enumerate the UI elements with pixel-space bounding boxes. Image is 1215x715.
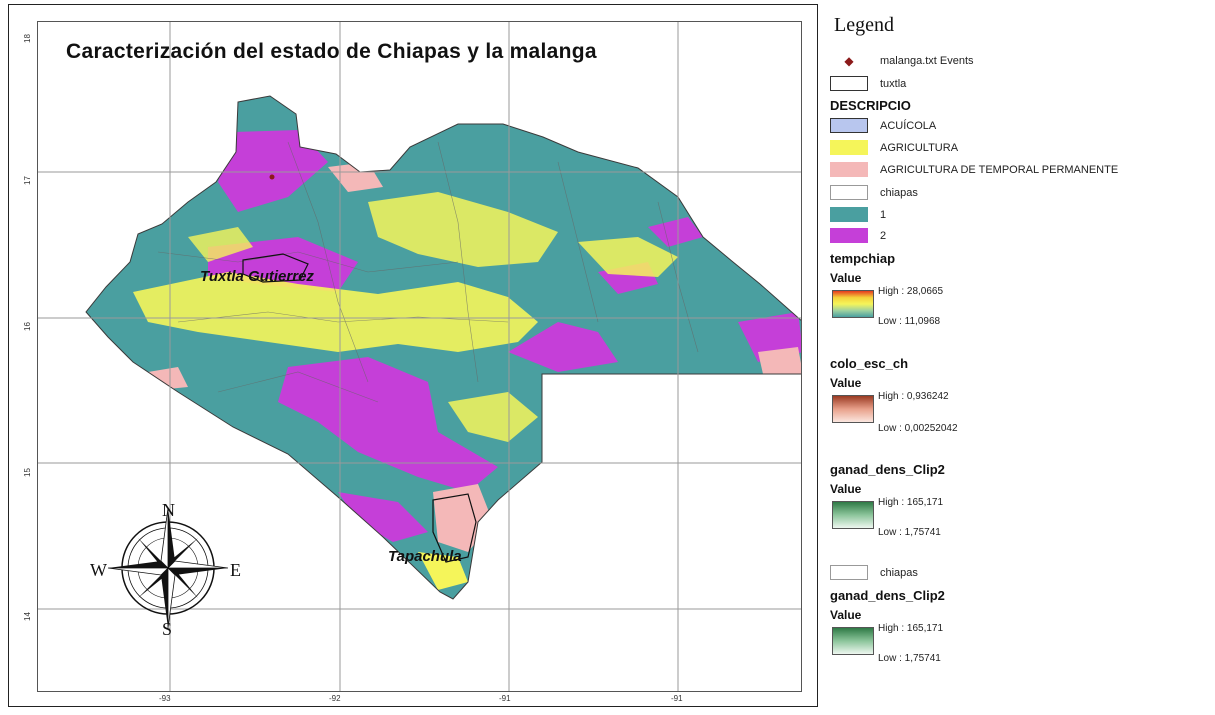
legend-panel: Legend ◆ malanga.txt Events tuxtla DESCR… [830, 14, 1210, 704]
legend-item-chiapas-2: chiapas [830, 565, 918, 580]
compass-north: N [162, 500, 175, 520]
map-title: Caracterización del estado de Chiapas y … [66, 40, 597, 63]
ganad-dens-heading: ganad_dens_Clip2 [830, 462, 945, 477]
graticule [38, 22, 801, 691]
temporal-swatch [830, 162, 868, 177]
y-tick-label: 14 [23, 612, 32, 621]
y-tick-label: 18 [23, 34, 32, 43]
colo-esc-ch-value-label: Value [830, 376, 862, 390]
land-cover-layer [86, 96, 801, 599]
map-canvas[interactable]: Caracterización del estado de Chiapas y … [37, 21, 802, 692]
tuxtla-swatch [830, 76, 868, 91]
municipal-boundaries [157, 141, 699, 403]
acuicola-swatch [830, 118, 868, 133]
tapachula-boundary [432, 493, 477, 563]
y-tick-label: 15 [23, 468, 32, 477]
chiapas-2-swatch [830, 565, 868, 580]
x-tick-label: -92 [329, 694, 341, 703]
ganad-dens-2-high: High : 165,171 [878, 623, 944, 634]
legend-item-tuxtla: tuxtla [830, 76, 906, 91]
ganad-dens-ramp [832, 501, 874, 529]
ganad-dens-2-value-label: Value [830, 608, 862, 622]
colo-esc-ch-low: Low : 0,00252042 [878, 423, 958, 434]
y-tick-label: 16 [23, 322, 32, 331]
colo-esc-ch-heading: colo_esc_ch [830, 356, 909, 371]
legend-item-agricultura: AGRICULTURA [830, 140, 958, 155]
agricultura-swatch [830, 140, 868, 155]
x-tick-label: -91 [499, 694, 511, 703]
chiapas-swatch [830, 185, 868, 200]
ganad-dens-value-label: Value [830, 482, 862, 496]
tempchiap-high: High : 28,0665 [878, 286, 944, 297]
city-label-tapachula: Tapachula [388, 548, 462, 565]
legend-title: Legend [834, 14, 894, 36]
colo-esc-ch-ramp [832, 395, 874, 423]
class-2-swatch [830, 228, 868, 243]
ganad-dens-low: Low : 1,75741 [878, 527, 941, 538]
colo-esc-ch-high: High : 0,936242 [878, 391, 949, 402]
tempchiap-ramp [832, 290, 874, 318]
x-tick-label: -93 [159, 694, 171, 703]
compass-east: E [230, 560, 241, 580]
ganad-dens-high: High : 165,171 [878, 497, 944, 508]
state-boundary [85, 95, 801, 600]
tempchiap-value-label: Value [830, 271, 862, 285]
malanga-event-point [269, 174, 275, 180]
map-frame: -93 -92 -91 -91 18 17 16 15 14 [8, 4, 818, 707]
city-label-tuxtla: Tuxtla Gutierrez [200, 268, 314, 285]
tempchiap-heading: tempchiap [830, 251, 896, 266]
x-tick-label: -91 [671, 694, 683, 703]
ganad-dens-2-ramp [832, 627, 874, 655]
legend-item-class-1: 1 [830, 207, 886, 222]
ganad-dens-2-low: Low : 1,75741 [878, 653, 941, 664]
compass-rose [107, 507, 229, 629]
tuxtla-boundary [242, 253, 309, 283]
class-1-swatch [830, 207, 868, 222]
legend-item-temporal: AGRICULTURA DE TEMPORAL PERMANENTE [830, 162, 1118, 177]
legend-item-class-2: 2 [830, 228, 886, 243]
legend-item-malanga-events: ◆ malanga.txt Events [830, 54, 973, 68]
tempchiap-low: Low : 11,0968 [878, 316, 941, 327]
legend-item-acuicola: ACUÍCOLA [830, 118, 936, 133]
compass-south: S [162, 619, 173, 639]
legend-item-chiapas: chiapas [830, 185, 918, 200]
compass-west: W [90, 560, 107, 580]
point-symbol-icon: ◆ [844, 54, 854, 68]
chiapas-map [38, 22, 801, 691]
descripcio-heading: DESCRIPCIO [830, 98, 911, 113]
ganad-dens-2-heading: ganad_dens_Clip2 [830, 588, 945, 603]
y-tick-label: 17 [23, 176, 32, 185]
